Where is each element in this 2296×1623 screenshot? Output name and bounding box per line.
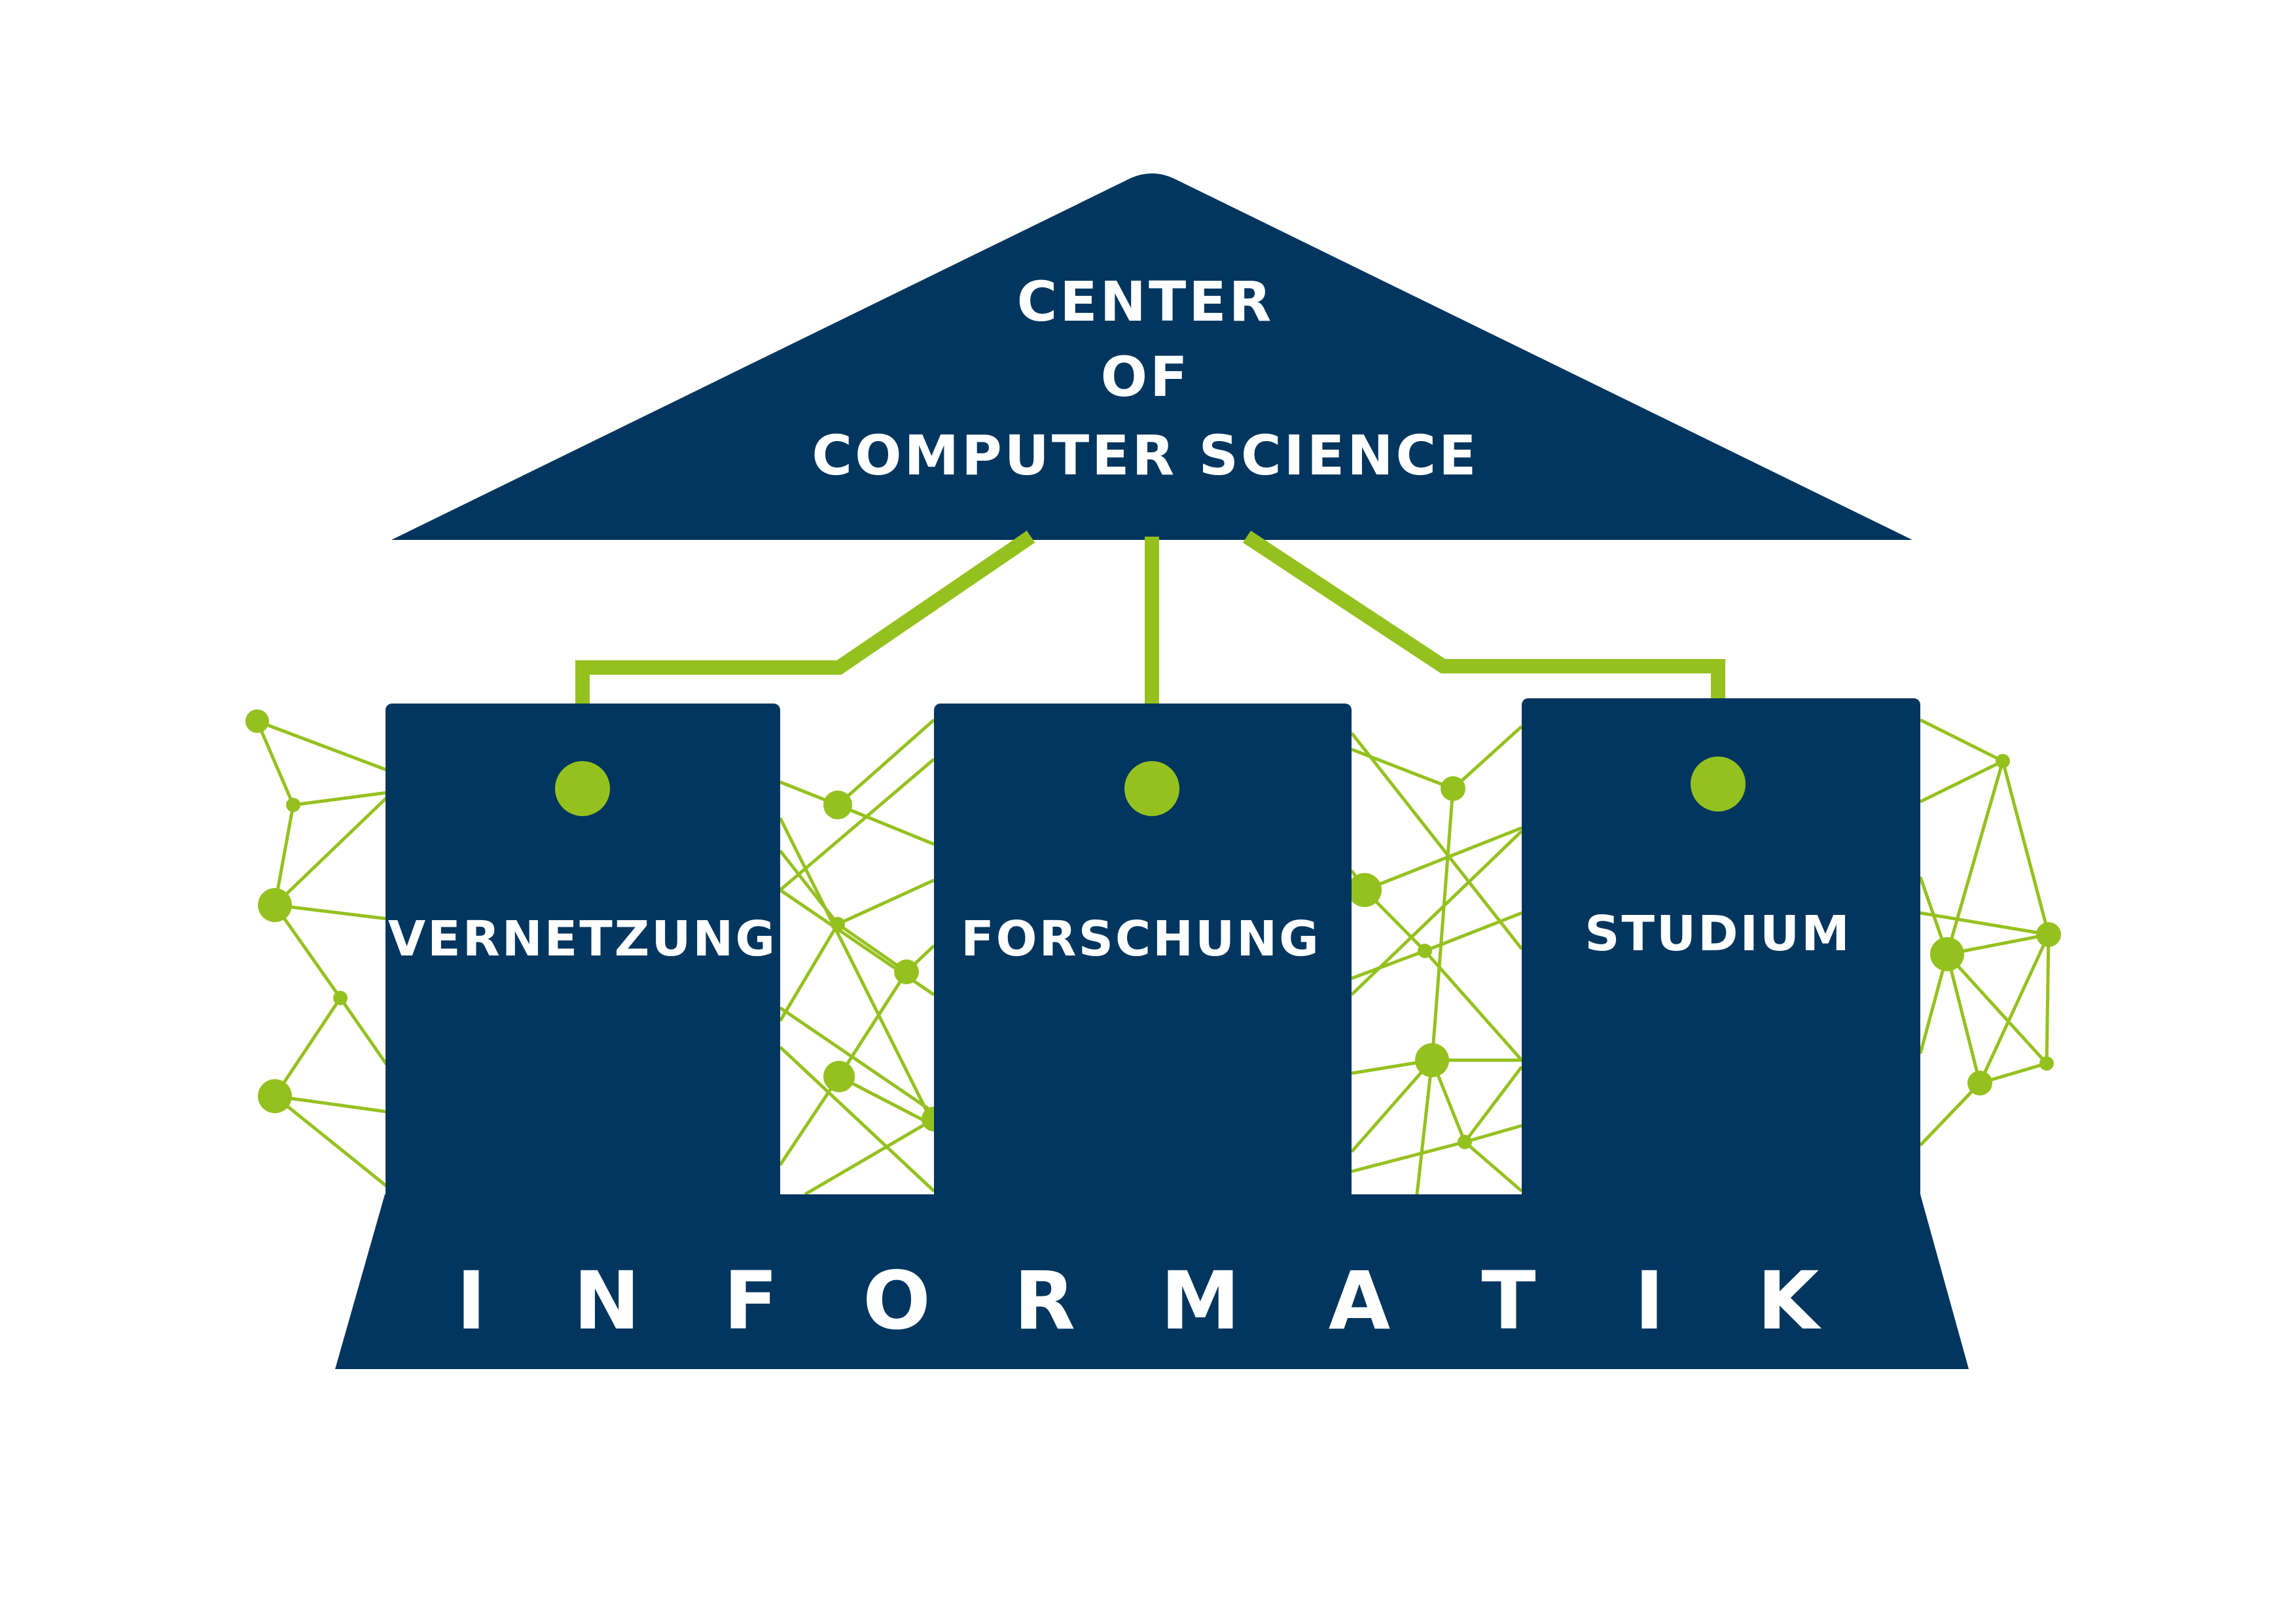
network-node [1930,937,1964,971]
network-link [1919,759,2004,804]
network-node [1415,1043,1449,1077]
network-link [1424,950,1523,1061]
network-node [1441,776,1465,801]
connector-dot-forschung [1124,761,1179,816]
network-link [274,903,393,921]
network-link [804,1117,935,1196]
network-link [1463,1141,1523,1192]
network-node [1348,873,1382,907]
network-link [274,791,394,906]
pillar-forschung [934,704,1352,1201]
roof-title-line1: CENTER [1017,270,1274,334]
network-link [338,997,395,1075]
roof-title-line2: OF [1101,345,1191,409]
base-letter: N [573,1255,640,1347]
network-link [1350,830,1523,996]
pillar-label-studium: STUDIUM [1585,906,1852,962]
network-link [779,1006,935,1115]
network-node [286,798,300,812]
network-link [255,721,295,806]
base-shape [335,1194,1969,1369]
pillar-label-forschung: FORSCHUNG [961,911,1321,967]
network-link [836,878,935,926]
pillar-label-vernetzung: VERNETZUNG [388,911,777,967]
network-link [778,1075,841,1166]
network-node [1996,754,2010,768]
network-link [1350,732,1523,950]
network-link [273,904,342,999]
pillar-studium [1522,698,1920,1201]
network-link [836,922,908,974]
network-link [1351,949,1426,980]
network-link [274,1095,394,1192]
network-link [837,971,908,1078]
roof-title-line3: COMPUTER SCIENCE [812,423,1479,488]
network-link [1919,718,2004,763]
network-node [831,917,845,931]
network-link [1430,788,1455,1061]
network-link [1918,954,1949,1054]
network-node [258,888,292,922]
network-link [838,1075,935,1128]
roof-shape [391,173,1912,540]
network-link [836,719,935,806]
network-node [894,959,919,984]
network-link [1351,747,1454,791]
pillar-vernetzung [386,704,780,1201]
connector-dots [555,757,1746,816]
network-node [823,791,852,819]
network-link [1946,933,2049,956]
network-link [1919,1082,1981,1147]
network-link [778,817,936,1127]
connector-dot-vernetzung [555,761,610,816]
network-node [823,1061,855,1092]
base-letter: R [1014,1255,1075,1347]
base-letter: A [1329,1255,1390,1347]
base-letter: I [1634,1255,1664,1347]
network-link [273,997,342,1097]
network-node [2039,1056,2054,1071]
connector-dot-studium [1691,757,1746,812]
network-node [333,991,348,1005]
network-node [2036,922,2061,947]
network-link [1424,911,1522,953]
network-link [1350,1059,1433,1153]
network-node [1418,944,1432,958]
network-node [1967,1071,1992,1096]
network-link [837,803,935,846]
network-link [1364,826,1522,892]
base-wordmark: I N F O R M A T I K [456,1255,1821,1347]
network-link [1351,1140,1465,1173]
base-letter: F [723,1255,778,1347]
network-link [1464,1124,1522,1144]
network-node [1458,1135,1472,1149]
base-letter: T [1481,1255,1535,1347]
network-graphic [245,709,2061,1196]
network-node [258,1079,292,1113]
base-letter: K [1757,1255,1822,1347]
network-link [274,1094,393,1115]
network-link [1920,911,2049,936]
base-letter: O [863,1255,931,1347]
network-link [1946,953,2048,1065]
network-link [1452,725,1523,790]
network-link [778,923,840,1022]
network-link [257,719,393,774]
network-link [1978,933,2051,1084]
network-link [293,790,393,807]
network-link [2045,934,2051,1064]
network-link [1463,1065,1523,1143]
network-link [1945,760,2005,955]
network-link [779,1046,935,1192]
network-node [245,709,269,733]
network-link [1945,954,1982,1084]
base-letter: I [456,1255,486,1347]
network-link [779,758,935,891]
base-letter: M [1160,1255,1240,1347]
network-link [2001,760,2051,935]
network-link [1415,1060,1434,1195]
